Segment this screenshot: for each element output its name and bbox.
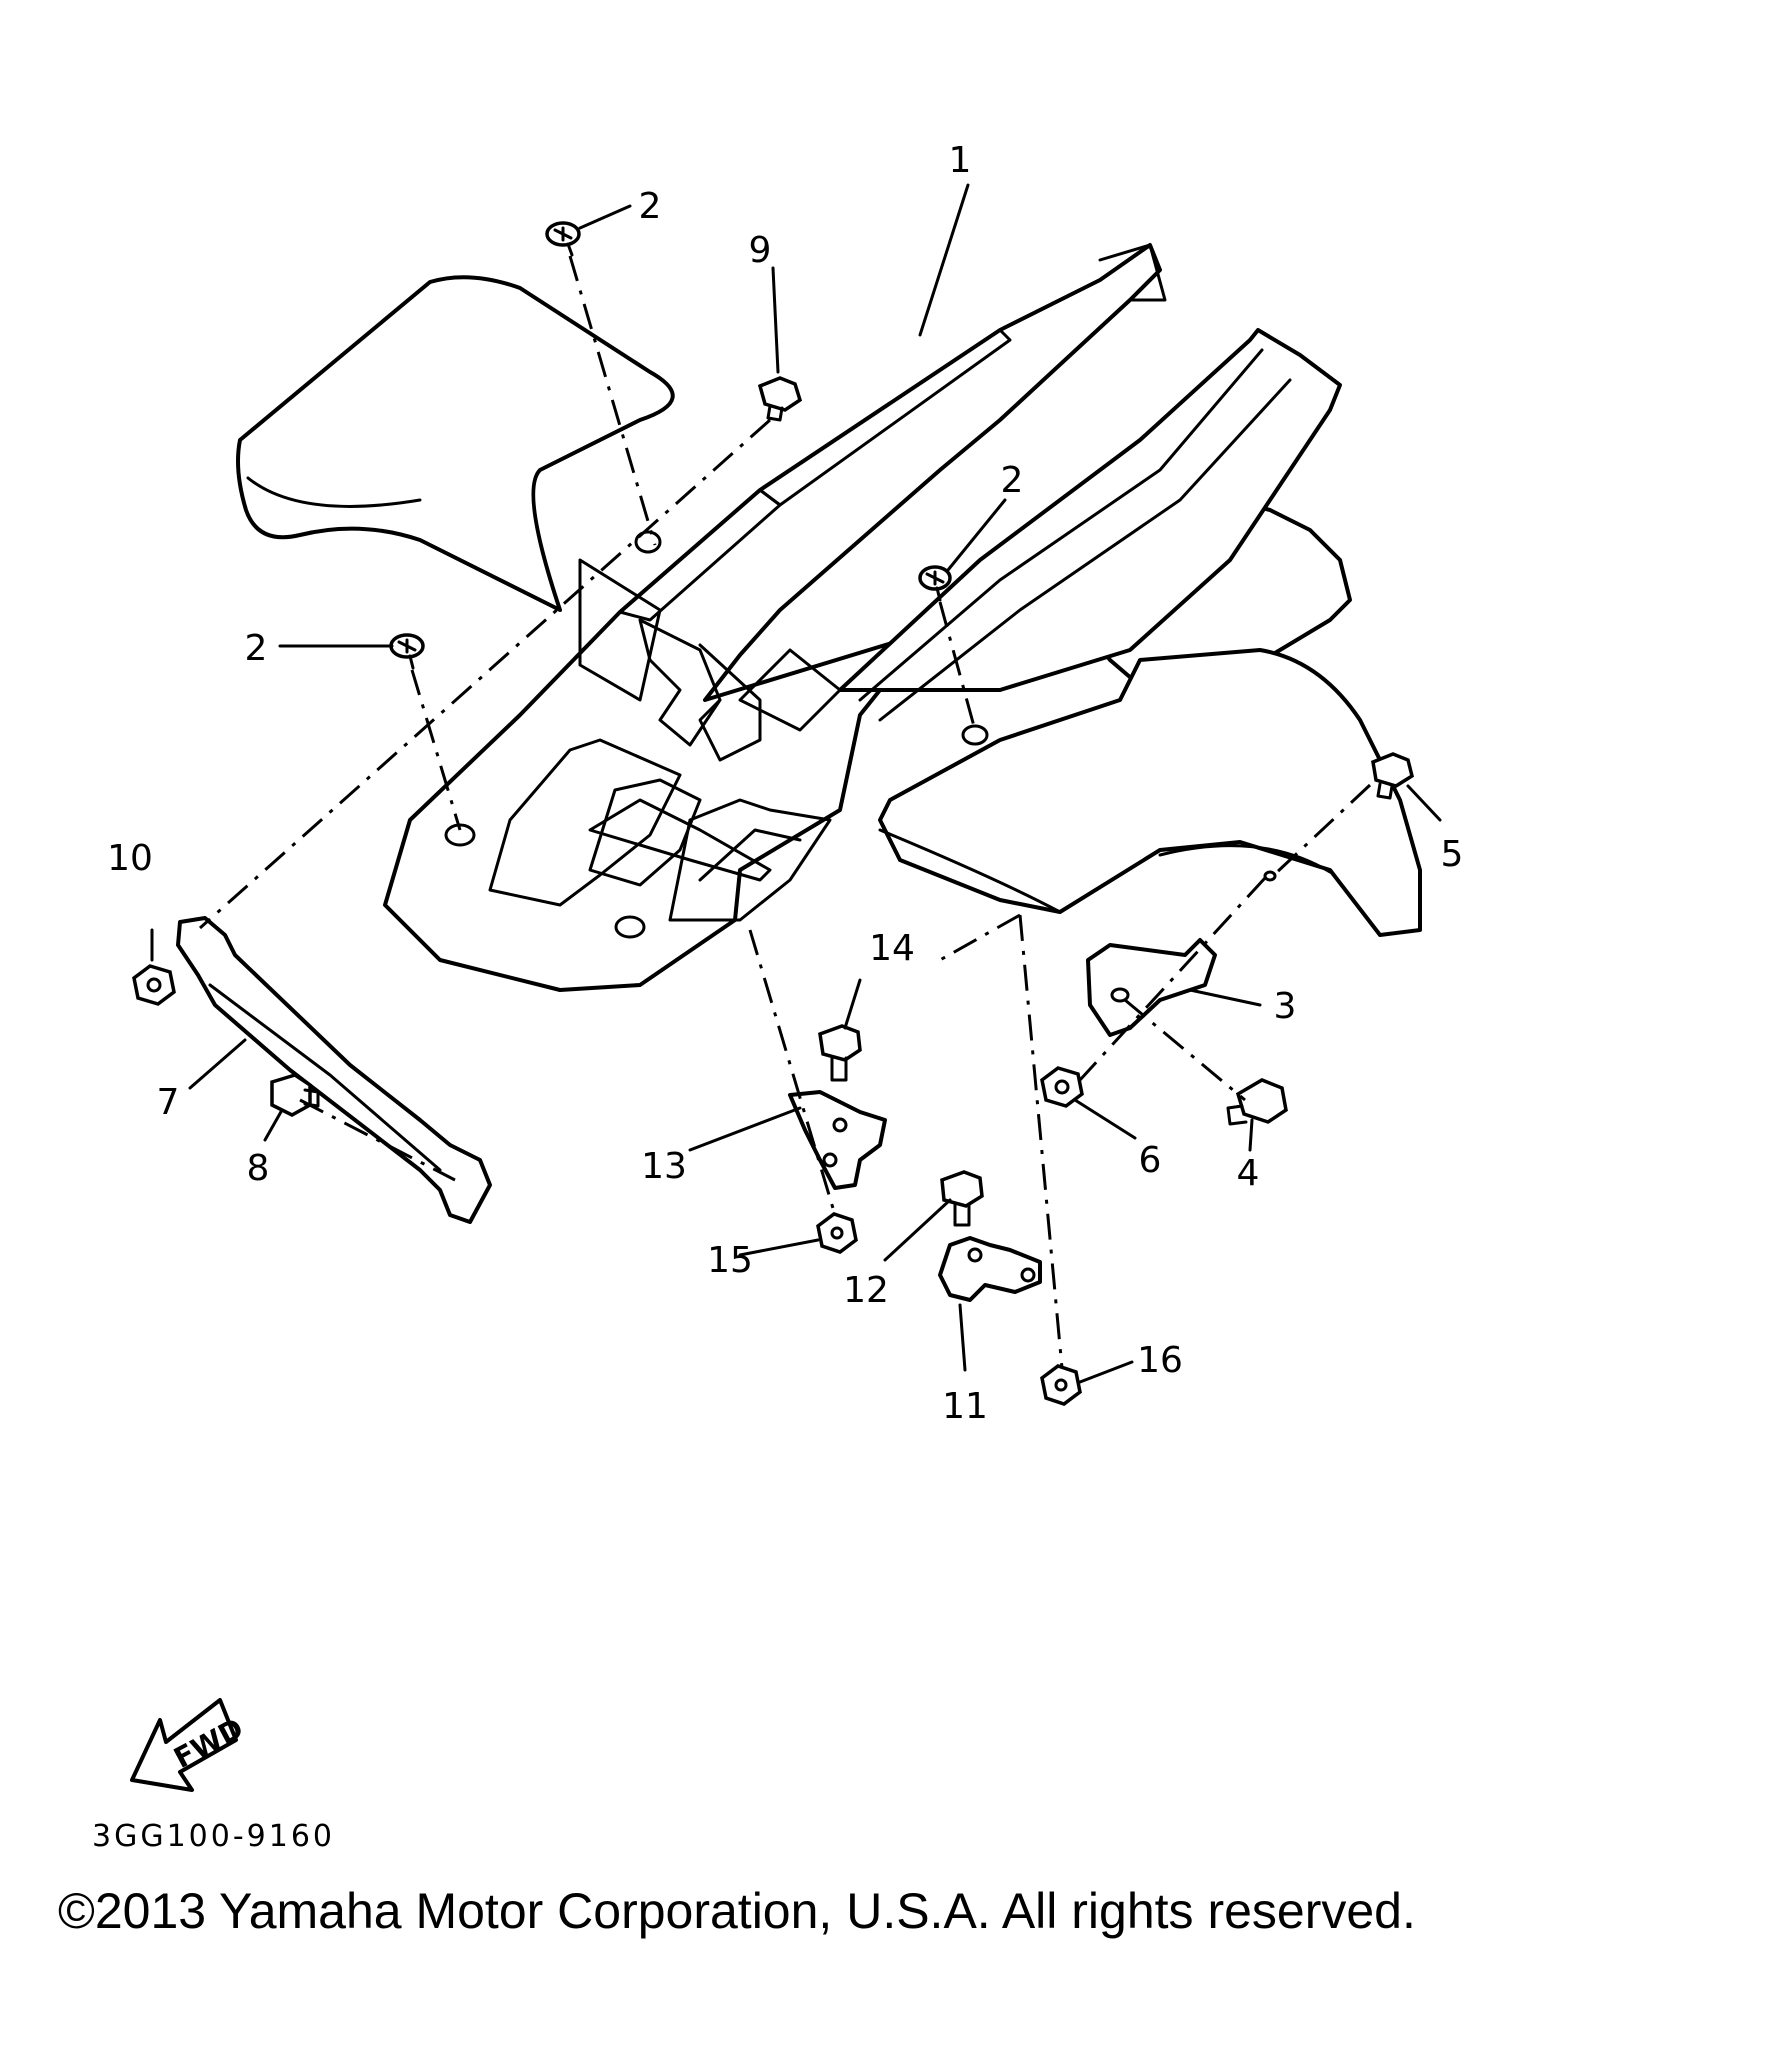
callout-14: 14 [869,928,915,969]
callout-5: 5 [1441,834,1464,875]
fwd-arrow-icon: FWD [130,1698,249,1792]
bracket-13 [788,1090,887,1190]
callout-9: 9 [749,230,772,271]
callouts: 1 2 2 2 3 4 5 6 7 8 9 10 11 12 13 14 15 … [107,140,1463,1427]
callout-8: 8 [247,1148,270,1189]
callout-1: 1 [949,140,972,181]
callout-2-left: 2 [245,628,268,669]
leader-lines [150,183,1442,1384]
rear-fender [236,243,1422,992]
callout-2-right: 2 [1001,460,1024,501]
callout-10: 10 [107,838,153,879]
callout-11: 11 [942,1386,988,1427]
nut-15 [816,1212,858,1254]
callout-4: 4 [1237,1153,1260,1194]
fasteners [132,221,1415,1406]
callout-13: 13 [641,1146,687,1187]
bolt-4 [1226,1078,1288,1126]
bracket-11 [938,1236,1042,1302]
copyright-notice: ©2013 Yamaha Motor Corporation, U.S.A. A… [58,1883,1416,1939]
screw-2c [918,565,952,602]
bolt-12 [940,1170,984,1227]
callout-12: 12 [843,1270,889,1311]
screw-2b [389,633,425,670]
assembly-lines [199,255,1372,1369]
fender-stay [176,916,492,1224]
nut-10 [132,964,176,1006]
nut-16 [1040,1364,1082,1406]
bracket-3 [1086,938,1217,1037]
bolt-14 [818,1024,862,1082]
callout-7: 7 [157,1082,180,1123]
callout-15: 15 [707,1240,753,1281]
callout-2-top: 2 [639,186,662,227]
bolt-5 [1371,752,1415,800]
callout-3: 3 [1274,986,1297,1027]
drawing-code: 3GG100-9160 [92,1819,335,1854]
callout-16: 16 [1137,1340,1183,1381]
bolt-9 [757,376,803,422]
screw-2a [545,221,581,257]
nut-6 [1040,1066,1084,1108]
callout-6: 6 [1139,1140,1162,1181]
